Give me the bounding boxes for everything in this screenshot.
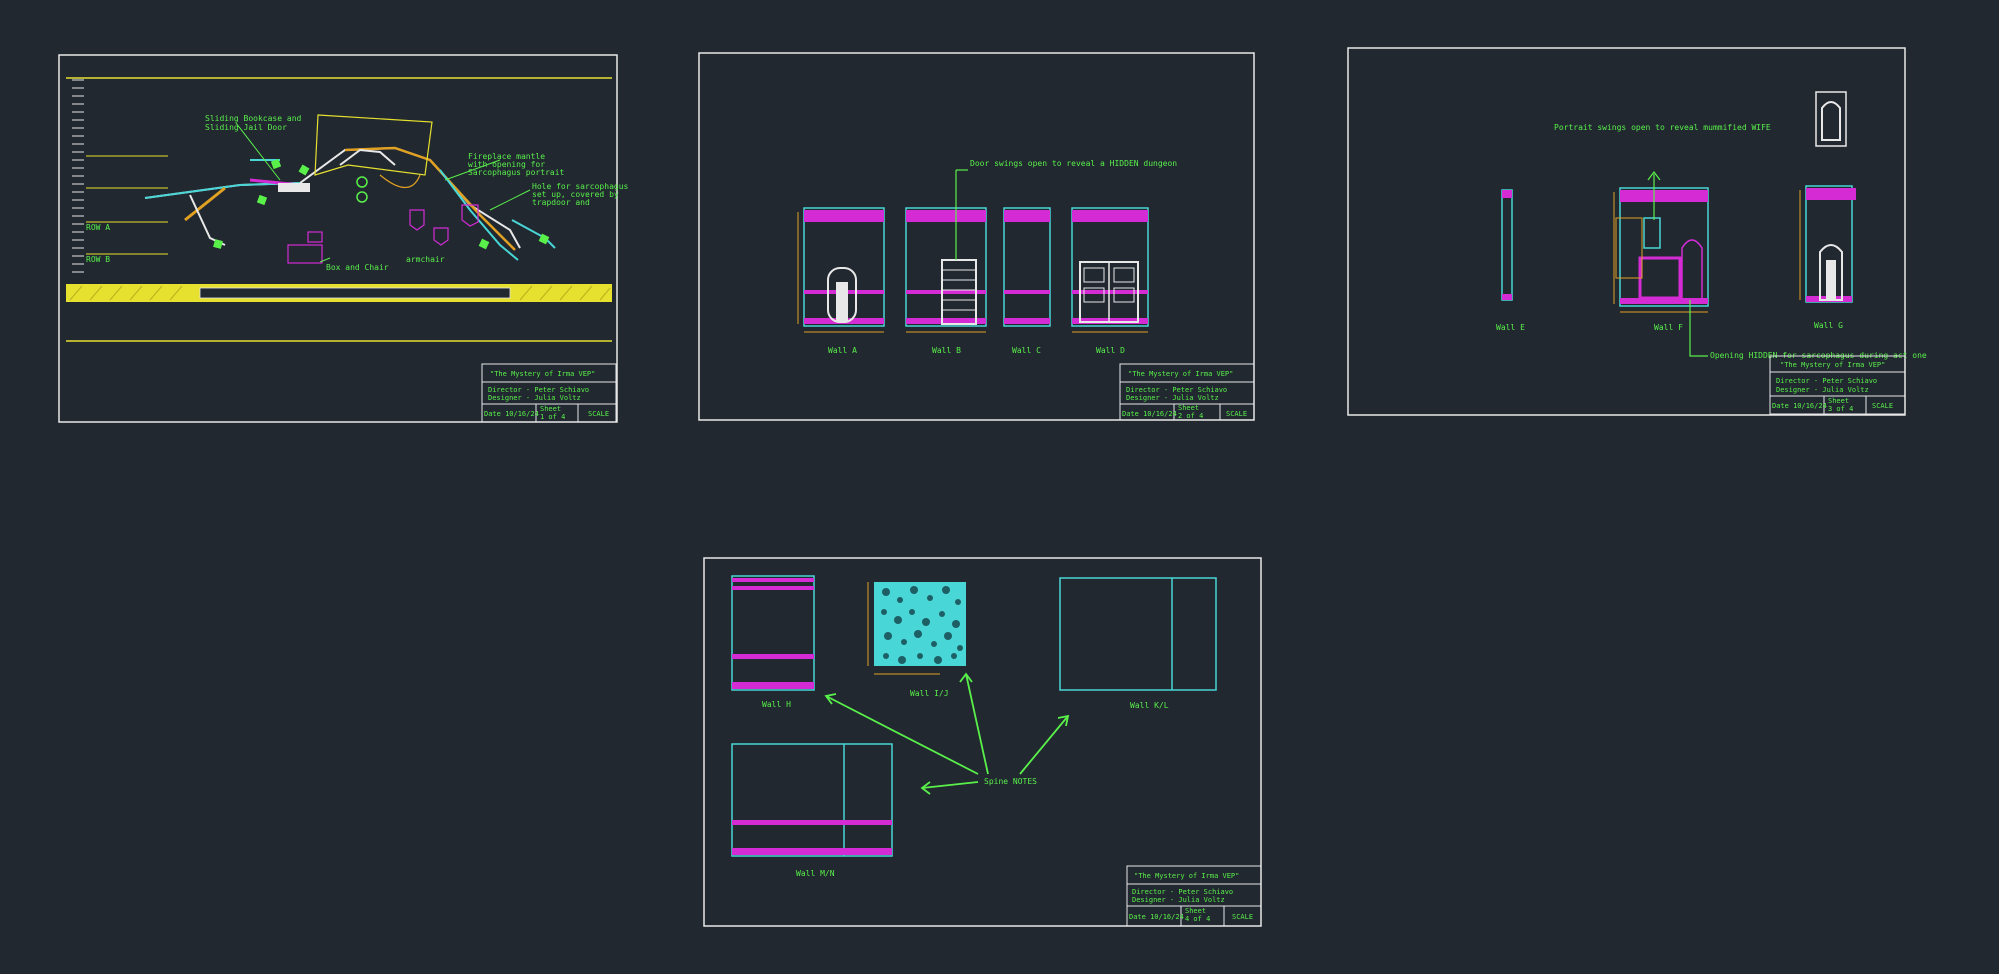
box-and-chair bbox=[287, 204, 479, 264]
title-block-sheet-no: 1 of 4 bbox=[540, 413, 565, 421]
sliding-bookcase bbox=[278, 183, 310, 192]
title-block-show: "The Mystery of Irma VEP" bbox=[490, 370, 595, 378]
title-block-scale: SCALE bbox=[1226, 410, 1247, 418]
wall-b-label: Wall B bbox=[932, 346, 961, 355]
seating-rows bbox=[86, 155, 168, 255]
title-block-sheet-no: 2 of 4 bbox=[1178, 412, 1203, 420]
wall-b-elevation bbox=[905, 207, 987, 333]
title-block-sheet: Sheet bbox=[1178, 404, 1199, 412]
door-note: Door swings open to reveal a HIDDEN dung… bbox=[970, 159, 1177, 168]
apron-hatch bbox=[69, 285, 611, 301]
sheet-border bbox=[703, 557, 1262, 927]
title-block-scale: SCALE bbox=[1232, 913, 1253, 921]
wall-i-j-elevation bbox=[867, 582, 966, 675]
sheet-border bbox=[1347, 47, 1906, 416]
set-walls bbox=[144, 114, 556, 261]
title-block-sheet: Sheet bbox=[1185, 907, 1206, 915]
wall-f-elevation bbox=[1613, 187, 1709, 313]
sheet-border bbox=[698, 52, 1255, 421]
row-a-label: ROW A bbox=[86, 223, 110, 232]
spine-note-label: Spine NOTES bbox=[984, 777, 1037, 786]
title-block-date: Date 10/16/24 bbox=[1772, 402, 1827, 410]
walls1-title-block[interactable]: "The Mystery of Irma VEP" Director - Pet… bbox=[1119, 363, 1255, 421]
title-block-show: "The Mystery of Irma VEP" bbox=[1134, 872, 1239, 880]
title-block-designer: Designer - Julia Voltz bbox=[488, 394, 581, 402]
plan-callout-lines bbox=[235, 122, 531, 263]
wall-m-n-label: Wall M/N bbox=[796, 869, 835, 878]
sheet-walls-a-d[interactable]: Door swings open to reveal a HIDDEN dung… bbox=[698, 52, 1255, 421]
wall-a-elevation bbox=[797, 207, 885, 333]
title-block-designer: Designer - Julia Voltz bbox=[1132, 896, 1225, 904]
wall-g-label: Wall G bbox=[1814, 321, 1843, 330]
wall-c-label: Wall C bbox=[1012, 346, 1041, 355]
hole-note-2: set up, covered by bbox=[532, 190, 619, 199]
title-block-director: Director - Peter Schiavo bbox=[488, 386, 589, 394]
title-block-director: Director - Peter Schiavo bbox=[1132, 888, 1233, 896]
title-block-designer: Designer - Julia Voltz bbox=[1776, 386, 1869, 394]
sheet-border bbox=[58, 54, 618, 423]
title-block-show: "The Mystery of Irma VEP" bbox=[1780, 361, 1885, 369]
hole-note: Hole for sarcophagus bbox=[532, 182, 629, 191]
plan-title-block[interactable]: "The Mystery of Irma VEP" Director - Pet… bbox=[481, 363, 617, 423]
wall-a-label: Wall A bbox=[828, 346, 857, 355]
title-block-sheet-no: 4 of 4 bbox=[1185, 915, 1210, 923]
scale-ruler bbox=[72, 79, 84, 273]
furniture-markers bbox=[213, 158, 550, 250]
wall-c-elevation bbox=[1003, 207, 1051, 327]
fireplace-note-2: with opening for bbox=[468, 160, 545, 169]
title-block-date: Date 10/16/24 bbox=[1122, 410, 1177, 418]
spine-note-arrows bbox=[824, 672, 1070, 795]
portrait-thumbnail bbox=[1815, 91, 1847, 147]
box-chair-note: Box and Chair bbox=[326, 263, 389, 272]
sheet-plan[interactable]: ROW A ROW B bbox=[58, 54, 629, 423]
wall-e-label: Wall E bbox=[1496, 323, 1525, 332]
title-block-date: Date 10/16/24 bbox=[484, 410, 539, 418]
wall-g-elevation bbox=[1799, 185, 1856, 303]
title-block-director: Director - Peter Schiavo bbox=[1776, 377, 1877, 385]
hole-note-3: trapdoor and bbox=[532, 198, 590, 207]
apron-gap bbox=[199, 287, 511, 299]
walls3-title-block[interactable]: "The Mystery of Irma VEP" Director - Pet… bbox=[1126, 865, 1262, 927]
fireplace-note-3: Sarcophagus portrait bbox=[468, 168, 565, 177]
title-block-sheet: Sheet bbox=[540, 405, 561, 413]
title-block-show: "The Mystery of Irma VEP" bbox=[1128, 370, 1233, 378]
title-block-sheet: Sheet bbox=[1828, 397, 1849, 405]
bookcase-note: Sliding Bookcase and bbox=[205, 114, 302, 123]
portrait-note: Portrait swings open to reveal mummified… bbox=[1554, 123, 1771, 132]
wall-k-l-elevation bbox=[1059, 577, 1217, 691]
title-block-director: Director - Peter Schiavo bbox=[1126, 386, 1227, 394]
wall-m-n-elevation bbox=[731, 743, 893, 857]
bookcase-note-2: Sliding Jail Door bbox=[205, 123, 287, 132]
wall-e-elevation bbox=[1501, 189, 1513, 301]
fireplace-note: Fireplace mantle bbox=[468, 152, 545, 161]
sheet-walls-e-g[interactable]: Portrait swings open to reveal mummified… bbox=[1347, 47, 1927, 416]
armchair-note: armchair bbox=[406, 255, 445, 264]
wall-k-l-label: Wall K/L bbox=[1130, 701, 1169, 710]
walls2-title-block[interactable]: "The Mystery of Irma VEP" Director - Pet… bbox=[1769, 355, 1906, 415]
sarc-callout-line bbox=[1689, 300, 1708, 357]
sheet-walls-h-n[interactable]: Spine NOTES Wall H Wall I/J Wall K/L Wal… bbox=[703, 557, 1262, 927]
wall-i-j-label: Wall I/J bbox=[910, 689, 949, 698]
wall-h-elevation bbox=[731, 575, 815, 691]
wall-d-elevation bbox=[1071, 207, 1149, 333]
title-block-sheet-no: 3 of 4 bbox=[1828, 405, 1853, 413]
row-b-label: ROW B bbox=[86, 255, 110, 264]
title-block-date: Date 10/16/24 bbox=[1129, 913, 1184, 921]
title-block-designer: Designer - Julia Voltz bbox=[1126, 394, 1219, 402]
wall-d-label: Wall D bbox=[1096, 346, 1125, 355]
wall-f-label: Wall F bbox=[1654, 323, 1683, 332]
title-block-scale: SCALE bbox=[1872, 402, 1893, 410]
title-block-scale: SCALE bbox=[588, 410, 609, 418]
wall-h-label: Wall H bbox=[762, 700, 791, 709]
